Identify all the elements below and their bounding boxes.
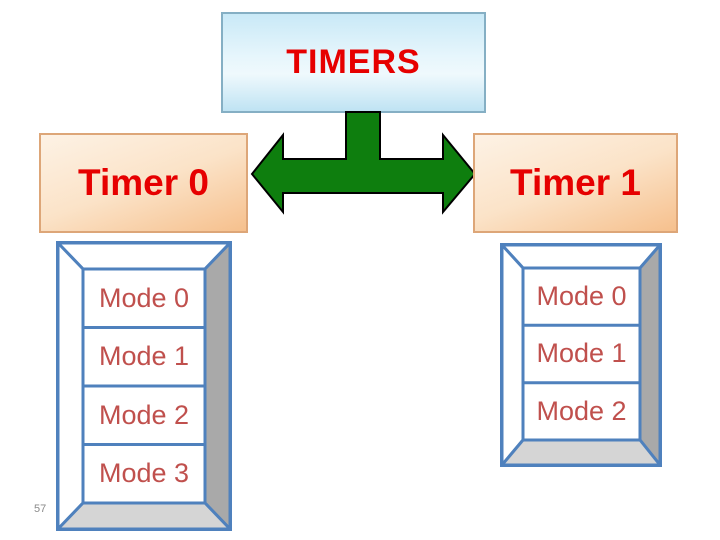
timer1-label: Timer 1 <box>510 162 641 203</box>
timer0-mode1-cell: Mode 1 <box>98 340 190 371</box>
timer1-mode0-cell: Mode 0 <box>536 281 627 311</box>
timer0-box: Timer 0 <box>39 133 248 233</box>
page-number: 57 <box>34 503 47 515</box>
timers-title: TIMERS <box>286 43 421 81</box>
timer0-mode3-cell: Mode 3 <box>98 457 190 488</box>
timer0-mode0-cell: Mode 0 <box>98 282 190 313</box>
timer1-mode2-cell: Mode 2 <box>536 396 627 426</box>
timer1-modes-frame <box>500 243 662 467</box>
timer1-mode1-cell: Mode 1 <box>536 338 627 368</box>
double-arrow-connector-icon <box>250 111 477 215</box>
timer0-mode2-cell: Mode 2 <box>98 399 190 430</box>
timer1-box: Timer 1 <box>473 133 678 233</box>
timer0-modes-frame <box>56 241 232 531</box>
timer0-label: Timer 0 <box>78 162 209 203</box>
timers-title-box: TIMERS <box>221 12 486 113</box>
